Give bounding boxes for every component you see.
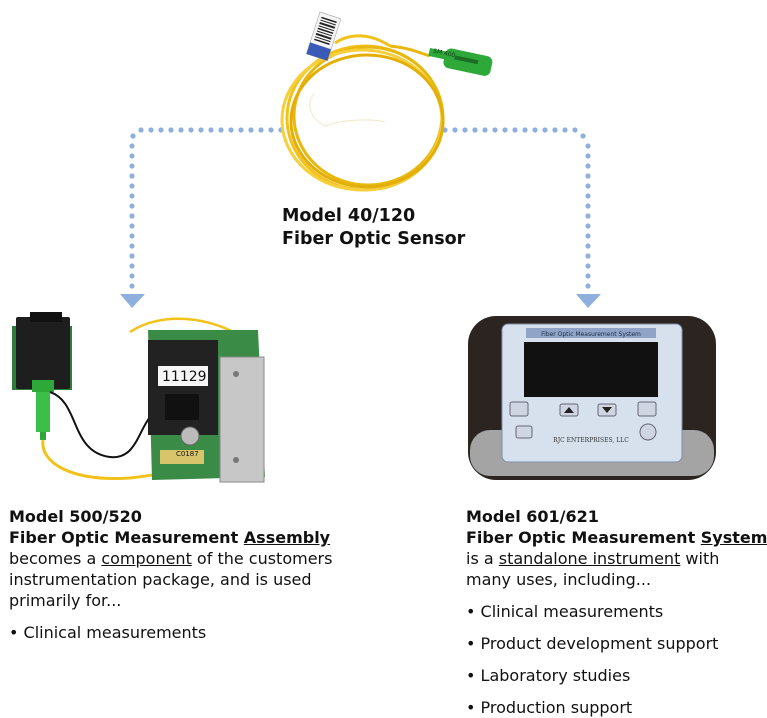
measurement-system-image: Fiber Optic Measurement System RJC ENTER… [468,316,716,480]
left-arrowhead [120,294,145,308]
list-item: • Clinical measurements [466,602,664,621]
device-brand: RJC ENTERPRISES, LLC [553,437,629,444]
system-line1-underlined: standalone instrument [498,549,681,568]
system-line1-prefix: is a [466,549,499,568]
sensor-model: Model 40/120 [282,206,416,226]
list-item: • Laboratory studies [466,666,631,685]
left-dotted-path [129,127,284,289]
system-description: Model 601/621 Fiber Optic Measurement Sy… [466,506,767,718]
fiber-optic-sensor-image [280,11,493,192]
system-line-1: is a standalone instrument with [466,548,766,569]
assembly-line-1: becomes a component of the customers [9,548,369,569]
right-arrowhead [576,294,601,308]
assembly-description: Model 500/520 Fiber Optic Measurement As… [9,506,369,643]
sensor-name: Fiber Optic Sensor [282,229,466,249]
list-item: • Production support [466,698,633,717]
list-item: • Clinical measurements [9,623,207,642]
system-name-underlined: System [700,528,767,547]
system-model: Model 601/621 [466,507,599,526]
system-name-prefix: Fiber Optic Measurement [466,528,701,547]
sc-connector [32,380,54,392]
system-name: Fiber Optic Measurement System [466,527,767,548]
assembly-line-2: instrumentation package, and is used [9,570,312,589]
assembly-name-underlined: Assembly [243,528,331,547]
list-item: • Product development support [466,634,719,653]
system-line-2: many uses, including... [466,570,652,589]
board-label: 11129 [162,369,207,385]
assembly-name-prefix: Fiber Optic Measurement [9,528,244,547]
sensor-title: Model 40/120 Fiber Optic Sensor [282,205,465,251]
barcode-label [306,11,342,61]
system-line1-suffix: with [680,549,720,568]
measurement-assembly-image: 11129 C0187 [12,312,265,483]
device-header: Fiber Optic Measurement System [541,331,641,338]
right-dotted-path [442,127,591,289]
chip-label: C0187 [176,450,199,458]
device-screen [524,342,658,397]
assembly-name: Fiber Optic Measurement Assembly [9,527,369,548]
assembly-line1-suffix: of the customers [191,549,333,568]
assembly-model: Model 500/520 [9,507,142,526]
sensor-module [148,340,218,435]
assembly-line1-underlined: component [101,549,192,568]
assembly-line-3: primarily for... [9,591,122,610]
sensor-connector [428,48,493,76]
assembly-line1-prefix: becomes a [9,549,102,568]
